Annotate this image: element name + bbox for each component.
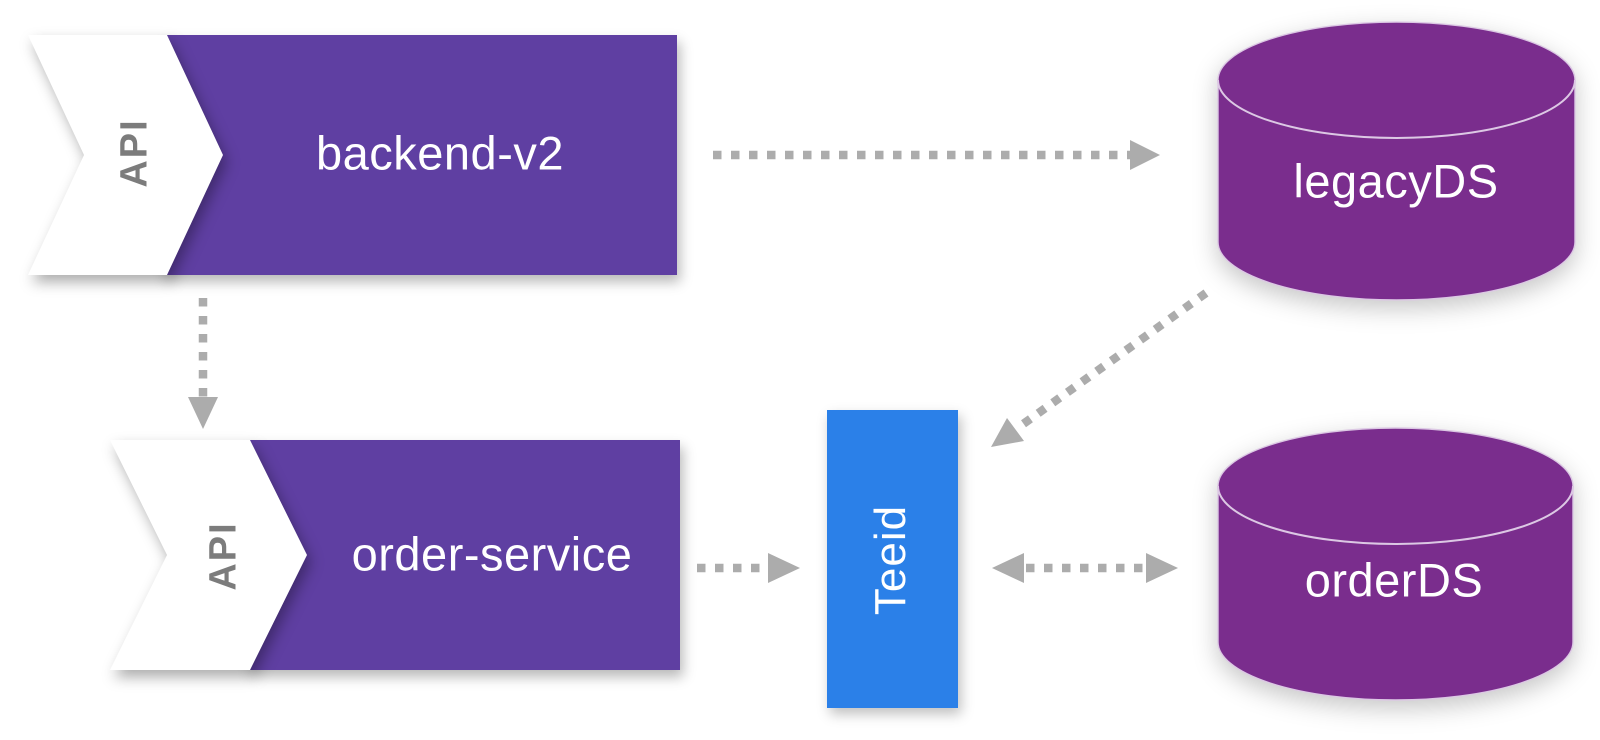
api-tag-label-backend: API <box>113 118 156 188</box>
arrow-backend-to-legacyds <box>713 140 1160 170</box>
api-tag-label-order-service: API <box>202 521 245 591</box>
node-label-teiid: Teeid <box>866 504 915 616</box>
node-backend-v2 <box>163 35 677 275</box>
arrow-legacyds-to-teiid <box>991 289 1209 447</box>
arrow-backend-to-order-service <box>188 298 218 429</box>
datastore-cylinder-legacyds <box>1217 21 1576 301</box>
datastore-cylinder-orderds <box>1217 427 1574 701</box>
api-chevron-icon-backend <box>28 35 223 275</box>
arrow-order-service-to-teiid <box>697 553 800 583</box>
node-label-backend-v2: backend-v2 <box>316 126 564 180</box>
node-order-service <box>248 440 680 670</box>
node-teiid <box>827 410 958 708</box>
node-label-orderds: orderDS <box>1304 553 1484 607</box>
node-label-legacyds: legacyDS <box>1293 154 1499 208</box>
arrow-teiid-orderds-bidirectional <box>992 553 1178 583</box>
node-label-order-service: order-service <box>351 527 633 581</box>
api-chevron-icon-order-service <box>110 440 307 670</box>
